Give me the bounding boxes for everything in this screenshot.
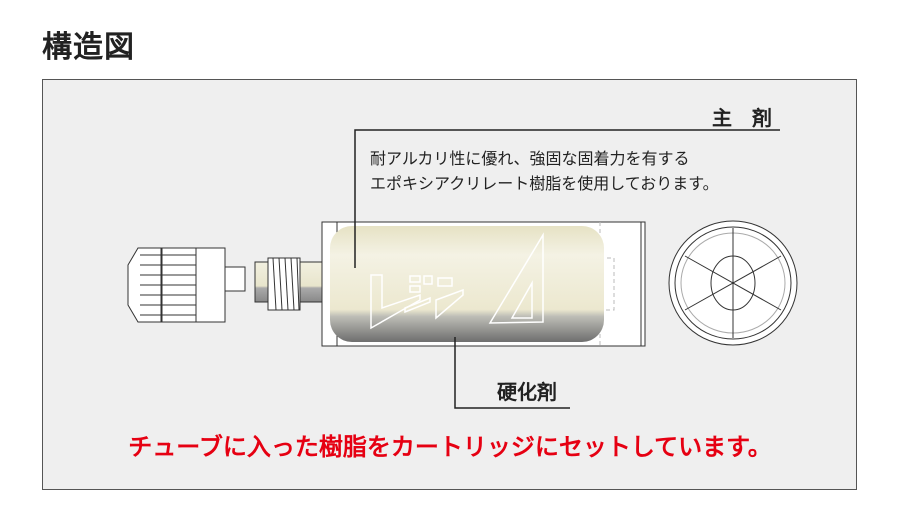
- logo: [370, 232, 544, 330]
- hardener-leader: [454, 337, 570, 409]
- cartridge-end-view: [668, 220, 798, 346]
- nozzle-cap: [127, 247, 246, 323]
- description-line: 耐アルカリ性に優れ、強固な固着力を有する: [370, 149, 690, 168]
- page-title: 構造図: [42, 30, 135, 65]
- main-agent-label: 主 剤: [712, 106, 772, 130]
- description-line: エポキシアクリレート樹脂を使用しております。: [370, 174, 719, 193]
- main-agent-leader: [354, 129, 780, 268]
- threaded-neck: [254, 257, 326, 311]
- main-agent-description: 耐アルカリ性に優れ、強固な固着力を有する エポキシアクリレート樹脂を使用しており…: [370, 146, 719, 196]
- caption: チューブに入った樹脂をカートリッジにセットしています。: [128, 433, 772, 461]
- hardener-label: 硬化剤: [497, 380, 557, 404]
- cartridge-body: [321, 221, 646, 347]
